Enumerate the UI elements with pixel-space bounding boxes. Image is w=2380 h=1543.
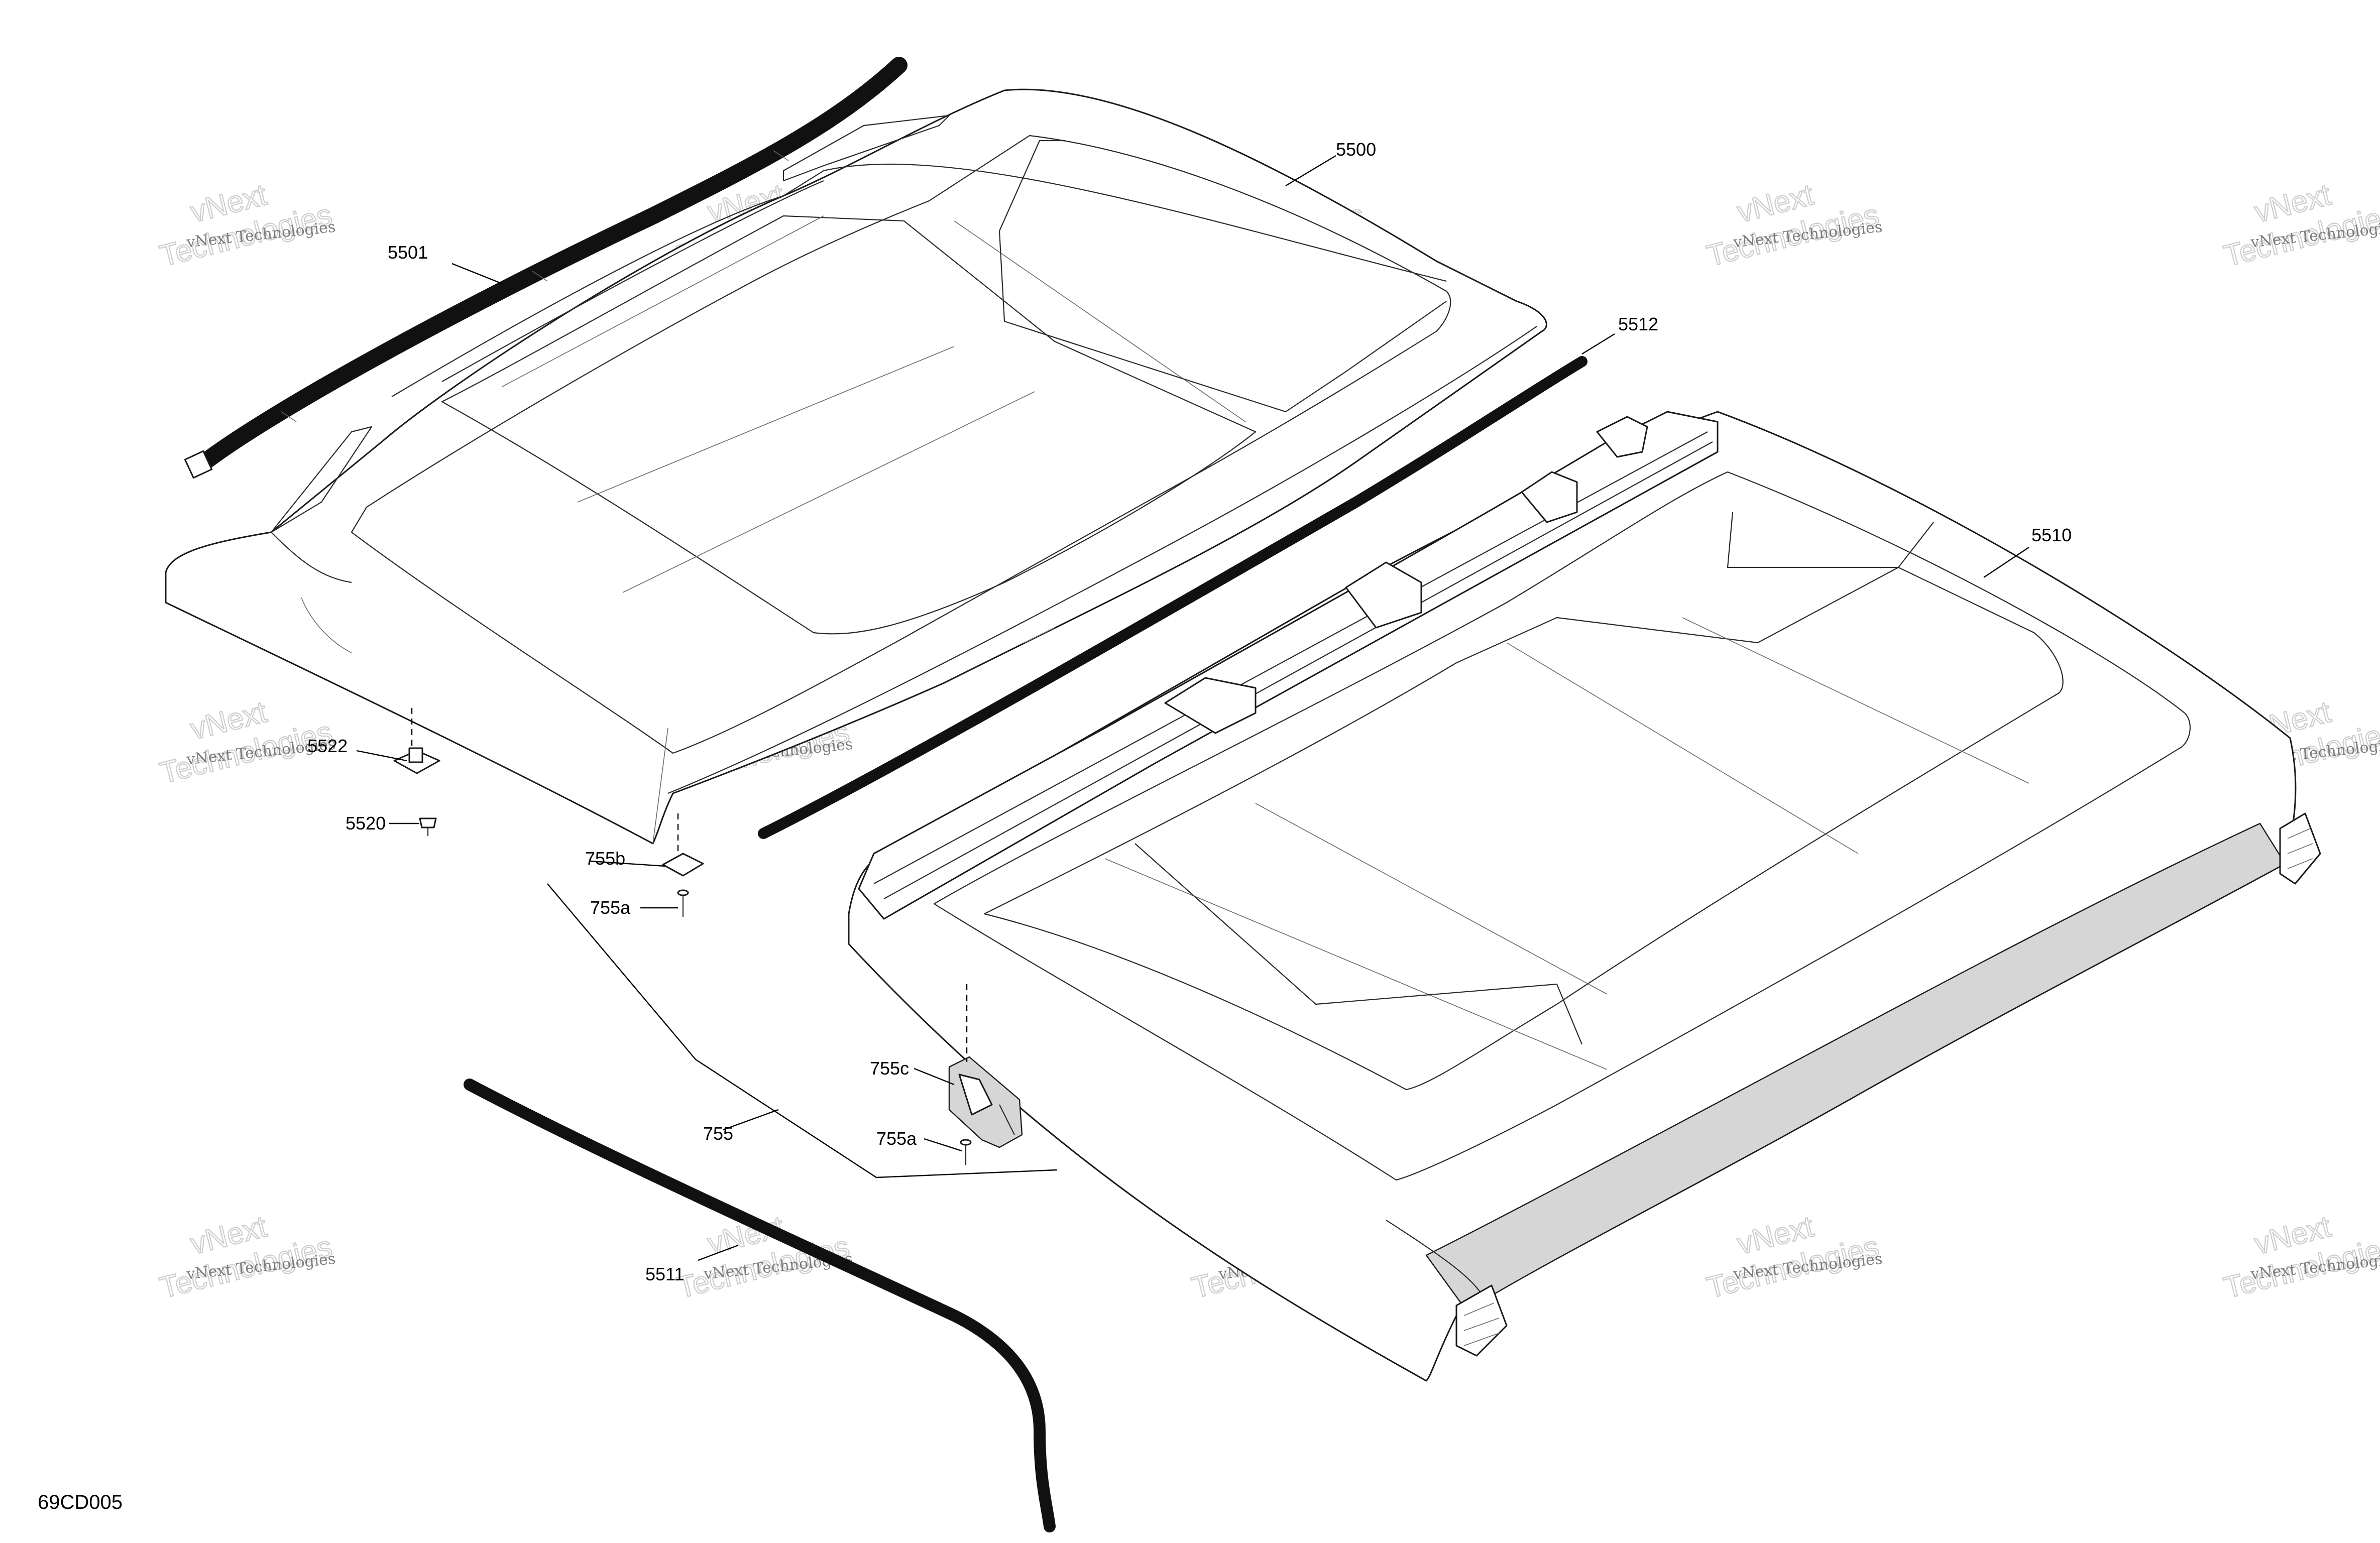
vent-right: [2279, 812, 2321, 885]
bracket-755c: [948, 1056, 1023, 1148]
clip-5522: [393, 747, 440, 774]
callout-755b: 755b: [585, 848, 625, 869]
washer-755b: [662, 853, 704, 877]
roof-panel-5500: [165, 88, 1547, 845]
callout-5511: 5511: [645, 1264, 684, 1284]
callout-5520: 5520: [346, 813, 386, 834]
callout-5512: 5512: [1618, 314, 1658, 334]
screw-755a-left: [677, 889, 689, 917]
screw-5520: [419, 817, 437, 836]
seal-strip-5512: [758, 356, 1588, 839]
figure-id: 69CD005: [38, 1491, 123, 1513]
roof-panel-5510: [848, 411, 2321, 1382]
leader-lines: [356, 155, 2029, 1261]
vent-left: [1455, 1284, 1508, 1357]
seal-strip-5501: [184, 57, 908, 479]
screw-755a-right: [960, 1139, 972, 1165]
callout-755a-left: 755a: [590, 897, 631, 918]
callout-labels: 5500 5501 5510 5511 5512 5520 5522 755 7…: [307, 139, 2072, 1284]
callout-5500: 5500: [1336, 139, 1376, 160]
callout-5510: 5510: [2031, 525, 2072, 545]
callout-5522: 5522: [307, 736, 348, 756]
callout-755a-right: 755a: [876, 1128, 917, 1149]
callout-755c: 755c: [870, 1058, 909, 1079]
callout-755: 755: [703, 1123, 733, 1144]
seal-strip-5511: [464, 1079, 1056, 1532]
callout-5501: 5501: [388, 242, 428, 263]
